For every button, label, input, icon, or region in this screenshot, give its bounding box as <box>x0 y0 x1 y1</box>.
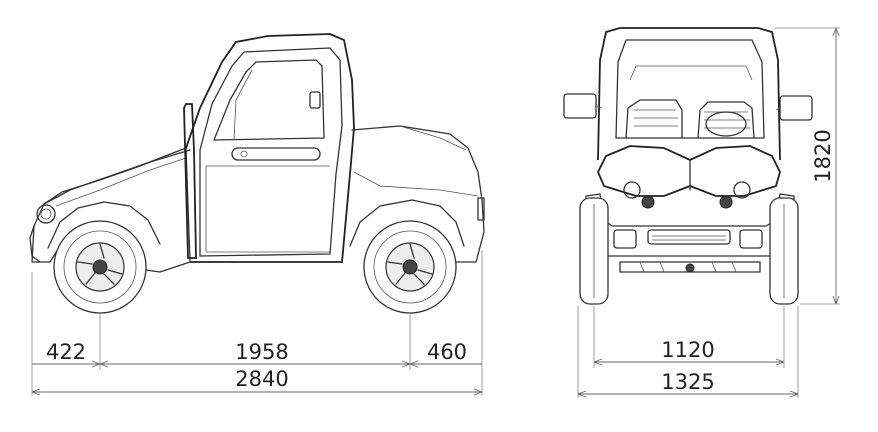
side-front-bumper <box>29 225 41 263</box>
front-seat-right <box>697 101 755 139</box>
side-cab-frame <box>185 33 355 263</box>
front-windshield <box>615 39 765 139</box>
front-windshield-inner <box>629 65 753 81</box>
side-rear-fender <box>349 199 465 247</box>
front-foglight-left <box>613 229 637 249</box>
side-rear-wheel <box>363 220 457 314</box>
front-foglight-right <box>739 229 763 249</box>
dim-track: 1120 <box>661 338 714 362</box>
front-steering-wheel <box>705 111 747 137</box>
front-seat-left-stripes <box>634 109 678 127</box>
side-mirror <box>309 91 321 109</box>
front-cab-outline <box>597 27 781 161</box>
front-headlight-left-outer <box>623 181 641 199</box>
dim-front-overhang: 422 <box>46 340 86 364</box>
front-lower-body <box>585 193 795 257</box>
dim-wheelbase: 1958 <box>235 340 288 364</box>
front-dimension-lines <box>577 27 840 398</box>
dim-overall-height: 1820 <box>811 129 835 182</box>
dim-overall-length: 2840 <box>235 367 288 391</box>
side-window-divider <box>233 69 253 141</box>
side-a-pillar <box>183 103 197 259</box>
front-seat-right-stripes <box>704 111 750 129</box>
front-grille <box>647 229 731 245</box>
side-cargo-bed-crease <box>353 171 479 197</box>
front-hood <box>597 145 781 197</box>
front-mirror-arms <box>595 105 781 111</box>
side-dimension-lines <box>31 250 483 396</box>
side-cab-inner-frame <box>199 47 343 257</box>
front-grille-slats <box>652 235 726 241</box>
side-front-fender <box>47 201 161 249</box>
front-seat-left <box>625 99 683 139</box>
dim-overall-width: 1325 <box>661 370 714 394</box>
dim-rear-overhang: 460 <box>427 340 467 364</box>
side-hood-crease <box>55 157 187 207</box>
side-front-wheel <box>53 220 147 314</box>
side-door-panel <box>205 165 330 253</box>
side-door-lock <box>240 150 248 158</box>
front-headlight-right <box>719 195 733 209</box>
side-tail-light <box>477 197 485 221</box>
side-cargo-bed <box>351 125 485 263</box>
front-view <box>563 27 813 305</box>
side-headlight <box>36 204 56 224</box>
front-headlight-left <box>641 195 655 209</box>
side-door-handle <box>231 147 321 161</box>
front-tow-hook-detail <box>639 261 737 273</box>
side-hood <box>43 149 191 205</box>
side-door-window <box>213 59 325 141</box>
side-view <box>29 33 485 314</box>
side-headlight-inner <box>40 208 52 220</box>
side-cargo-bed-top <box>399 125 467 151</box>
front-headlight-right-outer <box>733 181 751 199</box>
front-tow-hook <box>619 261 761 273</box>
front-mirror-left <box>563 93 597 119</box>
front-mirror-right <box>779 95 813 121</box>
front-tow-hook-pin <box>685 263 695 273</box>
